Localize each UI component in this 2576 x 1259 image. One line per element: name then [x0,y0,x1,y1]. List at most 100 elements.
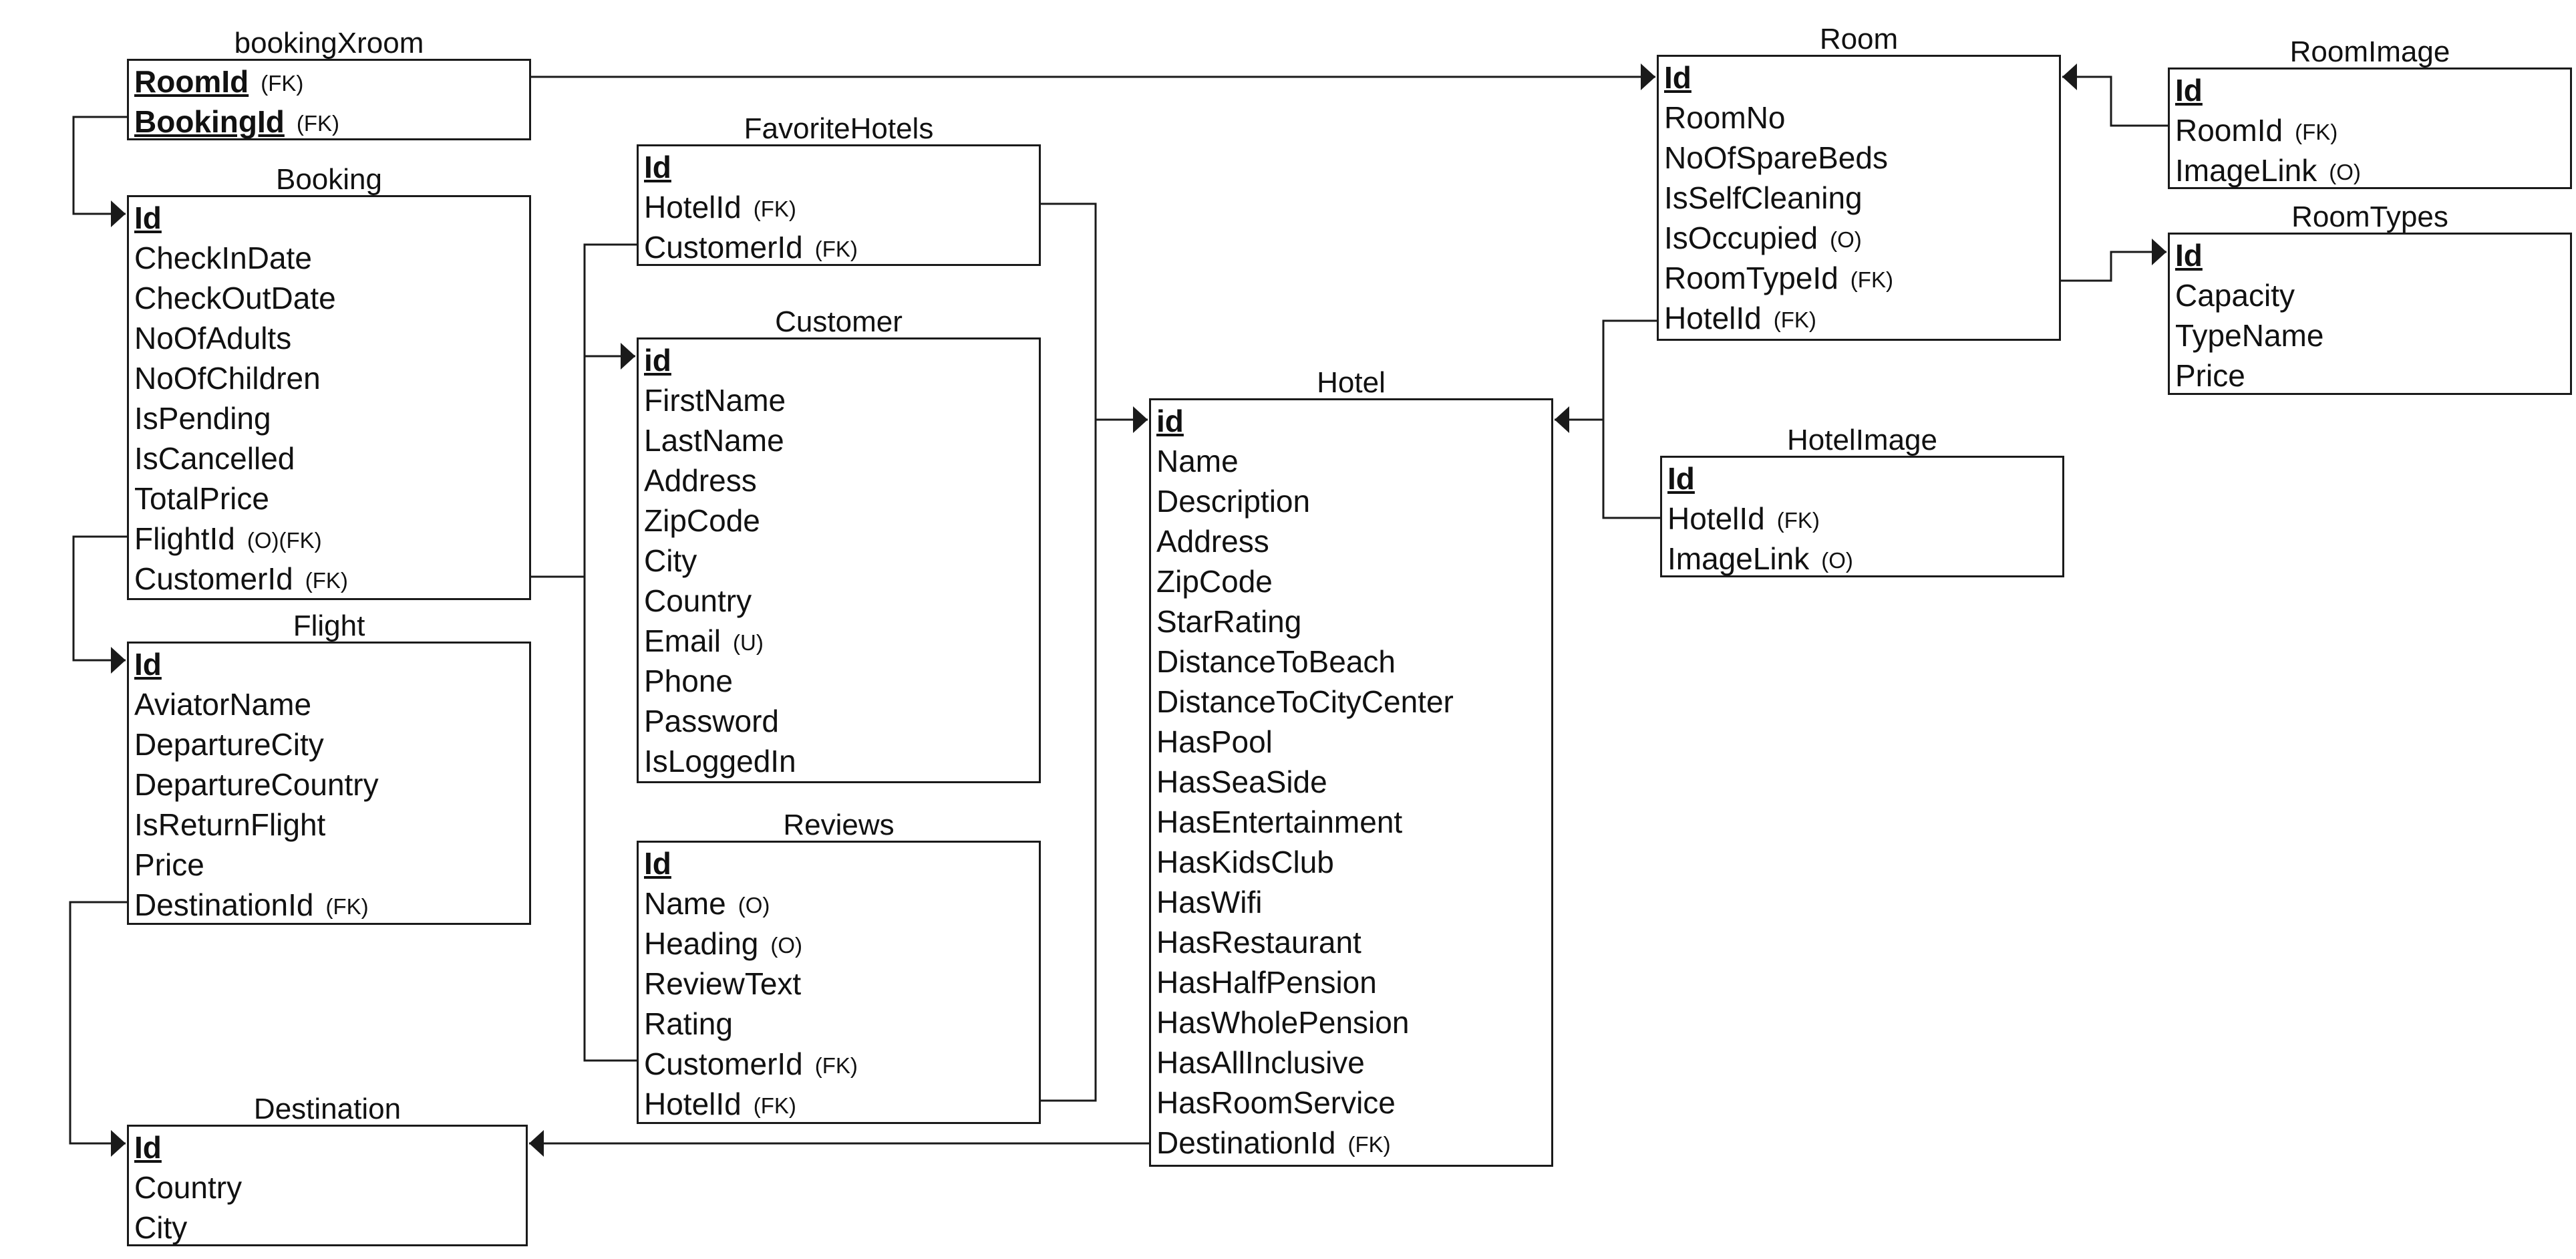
attribute-tag: (FK) [814,1053,858,1078]
attribute-row: Country [644,581,1039,621]
attribute-name: Id [2175,238,2203,273]
attribute-tag: (FK) [261,71,304,96]
relationship-line [72,116,127,215]
attribute-name: FirstName [644,383,786,418]
primary-key-row: BookingId(FK) [134,102,529,142]
relationship-line [69,901,127,1145]
attribute-row: ImageLink(O) [2175,150,2570,190]
attribute-row: TotalPrice [134,478,529,519]
entity-title: Room [1819,23,1899,55]
attribute-row: StarRating [1156,601,1551,642]
attribute-row: NoOfAdults [134,318,529,358]
entity-box: RoomId(FK)BookingId(FK) [127,59,531,140]
attribute-tag: (FK) [753,1093,796,1118]
relationship-arrowhead [111,200,126,227]
attribute-row: Name(O) [644,883,1039,924]
attribute-row: DistanceToBeach [1156,642,1551,682]
attribute-name: Rating [644,1006,733,1041]
attribute-name: Name [644,886,726,921]
attribute-row: FirstName [644,380,1039,420]
attribute-name: HasWholePension [1156,1005,1410,1040]
attribute-row: IsSelfCleaning [1664,178,2059,218]
attribute-name: Phone [644,664,734,698]
attribute-name: RoomId [2175,113,2283,148]
attribute-row: ZipCode [644,501,1039,541]
primary-key-row: Id [1667,458,2062,499]
attribute-row: FlightId(O)(FK) [134,519,529,559]
attribute-name: Id [644,150,671,184]
attribute-tag: (O) [770,933,803,958]
primary-key-row: Id [2175,70,2570,110]
attribute-name: HasRestaurant [1156,925,1361,960]
entity-title: Reviews [783,809,895,841]
attribute-row: HasSeaSide [1156,762,1551,802]
primary-key-row: Id [134,1127,526,1167]
primary-key-row: id [644,340,1039,380]
attribute-row: HasEntertainment [1156,802,1551,842]
attribute-row: DestinationId(FK) [134,885,529,925]
attribute-row: CustomerId(FK) [644,227,1039,267]
attribute-row: City [644,541,1039,581]
attribute-name: Description [1156,484,1311,519]
attribute-tag: (U) [733,630,764,655]
attribute-name: AviatorName [134,687,312,722]
attribute-name: Id [1664,60,1692,95]
relationship-arrowhead [529,1130,544,1157]
attribute-name: TotalPrice [134,481,269,516]
attribute-row: CheckInDate [134,238,529,278]
attribute-name: HotelId [1667,501,1765,536]
attribute-name: Password [644,704,779,738]
entity-title: Booking [275,163,382,196]
attribute-name: ReviewText [644,966,802,1001]
relationship-line [583,577,637,1062]
entity-title: RoomTypes [2291,200,2448,233]
attribute-row: DestinationId(FK) [1156,1123,1551,1163]
attribute-row: TypeName [2175,315,2570,356]
attribute-name: Id [134,647,162,682]
attribute-row: NoOfSpareBeds [1664,138,2059,178]
attribute-tag: (O) [1830,227,1862,252]
attribute-name: DestinationId [1156,1125,1336,1160]
relationship-arrowhead [1555,406,1569,433]
attribute-name: RoomId [134,64,249,99]
attribute-name: HasPool [1156,724,1273,759]
relationship-line [2061,251,2166,282]
attribute-row: IsOccupied (O) [1664,218,2059,258]
relationship-arrowhead [621,343,635,370]
attribute-tag: (FK) [2295,120,2338,144]
attribute-row: City [134,1208,526,1248]
attribute-name: HasSeaSide [1156,764,1327,799]
attribute-name: LastName [644,423,784,458]
attribute-row: Phone [644,661,1039,701]
attribute-name: Address [644,463,757,498]
attribute-tag: (FK) [296,111,340,136]
attribute-row: HotelId(FK) [644,187,1039,227]
attribute-name: City [644,543,697,578]
entity-title: bookingXroom [234,27,424,59]
attribute-row: Capacity [2175,275,2570,315]
attribute-name: CustomerId [644,230,803,265]
attribute-row: Heading(O) [644,924,1039,964]
attribute-row: DepartureCountry [134,764,529,805]
attribute-name: HasRoomService [1156,1085,1396,1120]
attribute-name: Id [134,1130,162,1165]
attribute-row: NoOfChildren [134,358,529,398]
attribute-name: IsOccupied [1664,221,1818,255]
attribute-name: NoOfAdults [134,321,292,356]
attribute-name: HasEntertainment [1156,805,1403,839]
